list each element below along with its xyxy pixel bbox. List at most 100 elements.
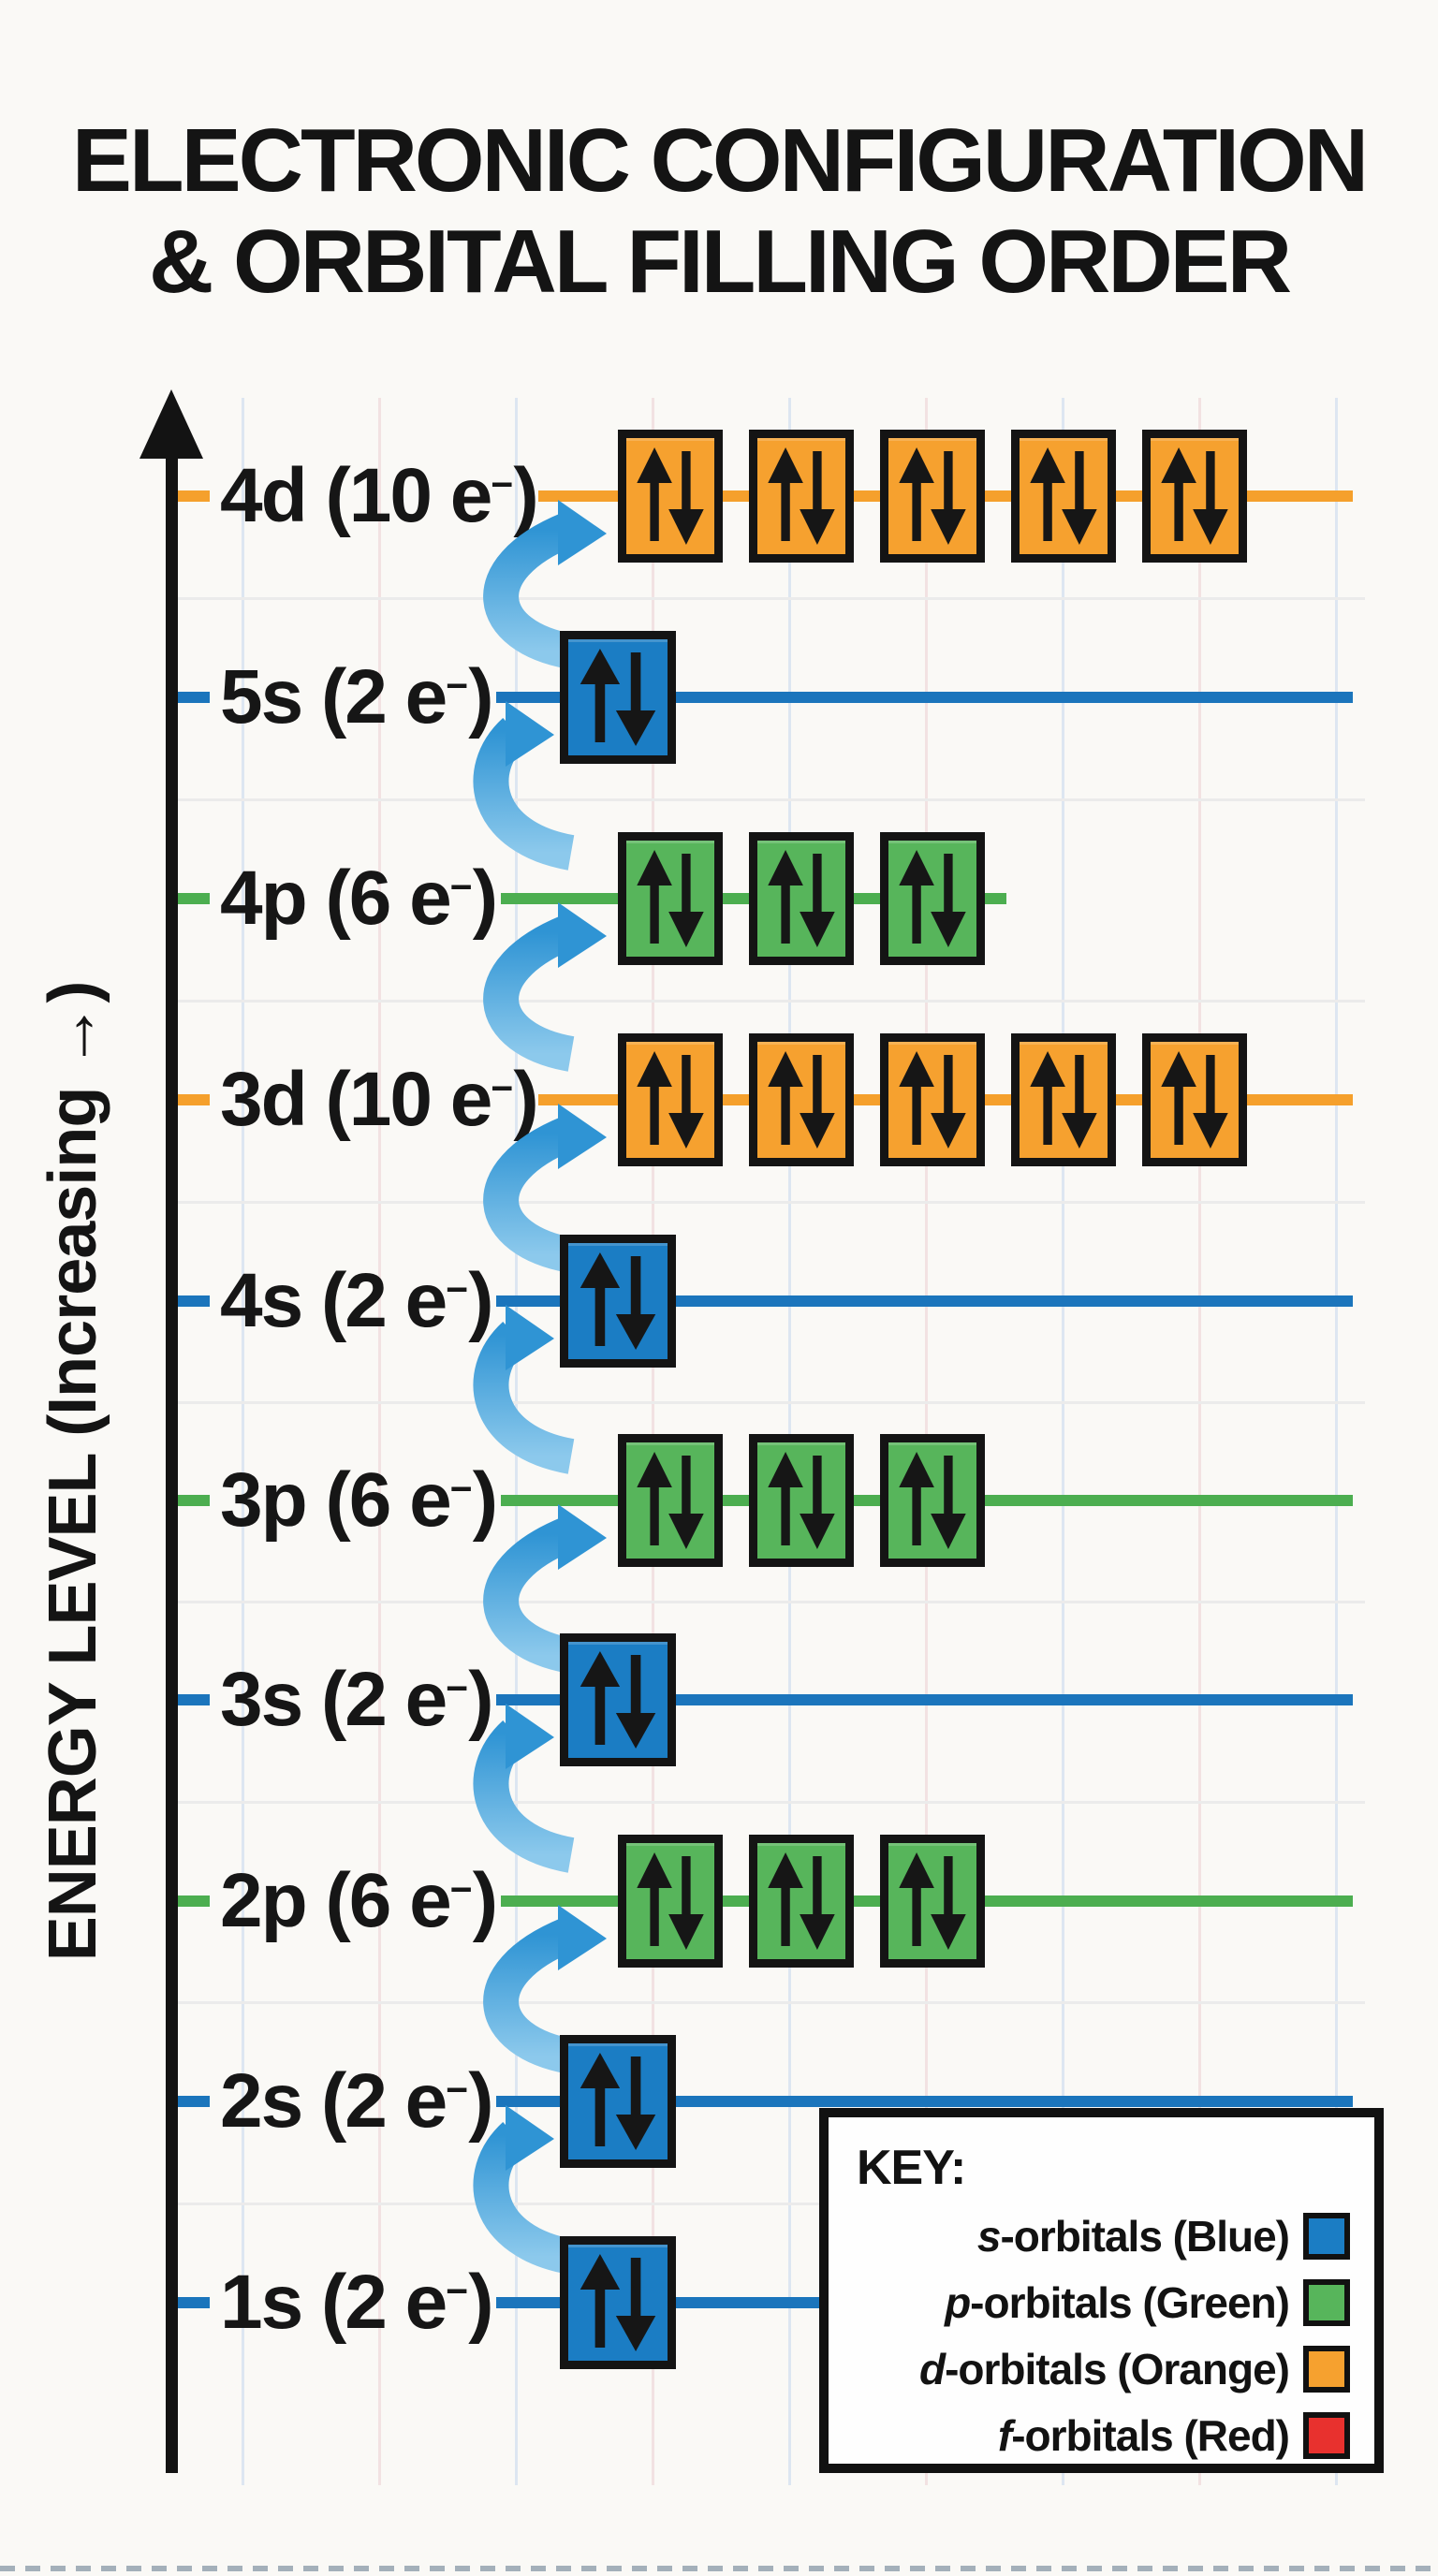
level-line-5s: [496, 692, 1353, 703]
legend-entry-s-orbitals: s-orbitals (Blue): [977, 2211, 1350, 2261]
level-label-text: 4p (6 e: [220, 856, 452, 941]
legend-heading: KEY:: [857, 2141, 966, 2195]
gridline-horizontal: [178, 1201, 1365, 1204]
orbital-box-3p-2: [749, 1434, 854, 1567]
spin-pair-icon: [580, 1252, 656, 1350]
orbital-box-2p-3: [880, 1835, 985, 1968]
level-line-stub-4d: [178, 490, 210, 502]
level-label-text: 1s (2 e: [220, 2260, 448, 2345]
legend-color-swatch-s: [1303, 2213, 1350, 2260]
level-line-stub-4s: [178, 1295, 210, 1307]
spin-pair-icon: [768, 850, 835, 947]
level-label-text: 2p (6 e: [220, 1858, 452, 1943]
level-label-3d: 3d (10 e−): [220, 1056, 539, 1144]
gridline-horizontal: [178, 2203, 1365, 2205]
orbital-box-4d-4: [1011, 430, 1116, 563]
title-line-1: ELECTRONIC CONFIGURATION: [71, 110, 1369, 211]
filling-arrow-2s-to-2p: [433, 1884, 620, 2074]
level-line-stub-5s: [178, 692, 210, 703]
level-label-text: ): [468, 2260, 493, 2345]
level-label-text: −: [449, 1867, 473, 1911]
orbital-box-3p-3: [880, 1434, 985, 1567]
orbital-box-3d-2: [749, 1033, 854, 1166]
level-label-text: −: [449, 1467, 473, 1511]
orbital-box-4p-3: [880, 832, 985, 965]
level-label-text: ): [468, 1258, 493, 1343]
level-label-1s: 1s (2 e−): [220, 2259, 494, 2347]
orbital-box-3d-5: [1142, 1033, 1247, 1166]
energy-axis-label: ENERGY LEVEL (Increasing →): [36, 981, 110, 1962]
spin-pair-icon: [768, 1852, 835, 1950]
spin-pair-icon: [1030, 1051, 1097, 1149]
level-label-4d: 4d (10 e−): [220, 452, 539, 540]
level-label-2p: 2p (6 e−): [220, 1857, 498, 1945]
level-label-text: −: [446, 1267, 469, 1311]
curved-filling-arrow-icon: [483, 1104, 607, 1273]
spin-pair-icon: [637, 850, 704, 947]
orbital-box-2s-1: [560, 2035, 676, 2168]
spin-pair-icon: [637, 1452, 704, 1549]
gridline-horizontal: [178, 1000, 1365, 1003]
level-label-text: 4s (2 e: [220, 1258, 448, 1343]
level-label-2s: 2s (2 e−): [220, 2057, 494, 2145]
legend-color-swatch-p: [1303, 2279, 1350, 2326]
filling-arrow-3d-to-4p: [433, 882, 620, 1072]
page-title: ELECTRONIC CONFIGURATION & ORBITAL FILLI…: [0, 110, 1438, 312]
filling-arrow-1s-to-2s: [433, 2085, 620, 2275]
gridline-horizontal: [178, 1601, 1365, 1603]
orbital-box-3d-3: [880, 1033, 985, 1166]
level-label-text: 4d (10 e: [220, 453, 492, 538]
orbital-box-3s-1: [560, 1633, 676, 1766]
spin-pair-icon: [580, 2254, 656, 2351]
level-label-text: ): [468, 2058, 493, 2144]
page-bottom-edge: [0, 2566, 1438, 2571]
spin-pair-icon: [899, 1452, 966, 1549]
level-line-stub-3s: [178, 1694, 210, 1705]
level-label-text: −: [446, 1666, 469, 1710]
spin-pair-icon: [1161, 447, 1228, 545]
spin-pair-icon: [768, 1452, 835, 1549]
level-label-text: ): [472, 1858, 498, 1943]
curved-filling-arrow-icon: [483, 1905, 607, 2074]
curved-filling-arrow-icon: [473, 1305, 575, 1474]
level-line-3s: [496, 1694, 1353, 1705]
spin-pair-icon: [899, 1051, 966, 1149]
spin-pair-icon: [1030, 447, 1097, 545]
level-line-stub-1s: [178, 2297, 210, 2308]
level-label-text: 3p (6 e: [220, 1457, 452, 1543]
energy-axis-arrowhead-icon: [139, 389, 203, 459]
orbital-box-4p-1: [618, 832, 723, 965]
filling-arrow-4p-to-5s: [433, 681, 620, 871]
orbital-box-3d-4: [1011, 1033, 1116, 1166]
spin-pair-icon: [637, 1051, 704, 1149]
level-line-stub-3d: [178, 1094, 210, 1105]
level-line-2s: [496, 2096, 1353, 2107]
orbital-box-4d-3: [880, 430, 985, 563]
level-label-text: 2s (2 e: [220, 2058, 448, 2144]
legend-entry-f-orbitals: f-orbitals (Red): [998, 2410, 1350, 2461]
gridline-vertical: [1198, 398, 1201, 2485]
legend-entry-label: p-orbitals (Green): [945, 2278, 1290, 2327]
title-line-2: & ORBITAL FILLING ORDER: [148, 211, 1292, 312]
legend-entry-d-orbitals: d-orbitals (Orange): [919, 2344, 1350, 2394]
level-label-text: 3d (10 e: [220, 1057, 492, 1142]
orbital-box-2p-2: [749, 1835, 854, 1968]
orbital-box-3d-1: [618, 1033, 723, 1166]
spin-pair-icon: [580, 2053, 656, 2150]
spin-pair-icon: [637, 1852, 704, 1950]
level-label-text: ): [513, 1057, 538, 1142]
legend-box: KEY: s-orbitals (Blue) p-orbitals (Green)…: [819, 2108, 1384, 2473]
level-label-3p: 3p (6 e−): [220, 1456, 498, 1544]
spin-pair-icon: [637, 447, 704, 545]
legend-entry-label: s-orbitals (Blue): [976, 2212, 1290, 2261]
gridline-horizontal: [178, 597, 1365, 600]
spin-pair-icon: [899, 1852, 966, 1950]
curved-filling-arrow-icon: [483, 1504, 607, 1674]
level-line-stub-2s: [178, 2096, 210, 2107]
legend-entry-label: d-orbitals (Orange): [918, 2345, 1290, 2393]
gridline-horizontal: [178, 1801, 1365, 1804]
legend-color-swatch-f: [1303, 2412, 1350, 2459]
level-label-text: 3s (2 e: [220, 1657, 448, 1742]
orbital-box-4d-5: [1142, 430, 1247, 563]
filling-arrow-4s-to-3d: [433, 1083, 620, 1273]
